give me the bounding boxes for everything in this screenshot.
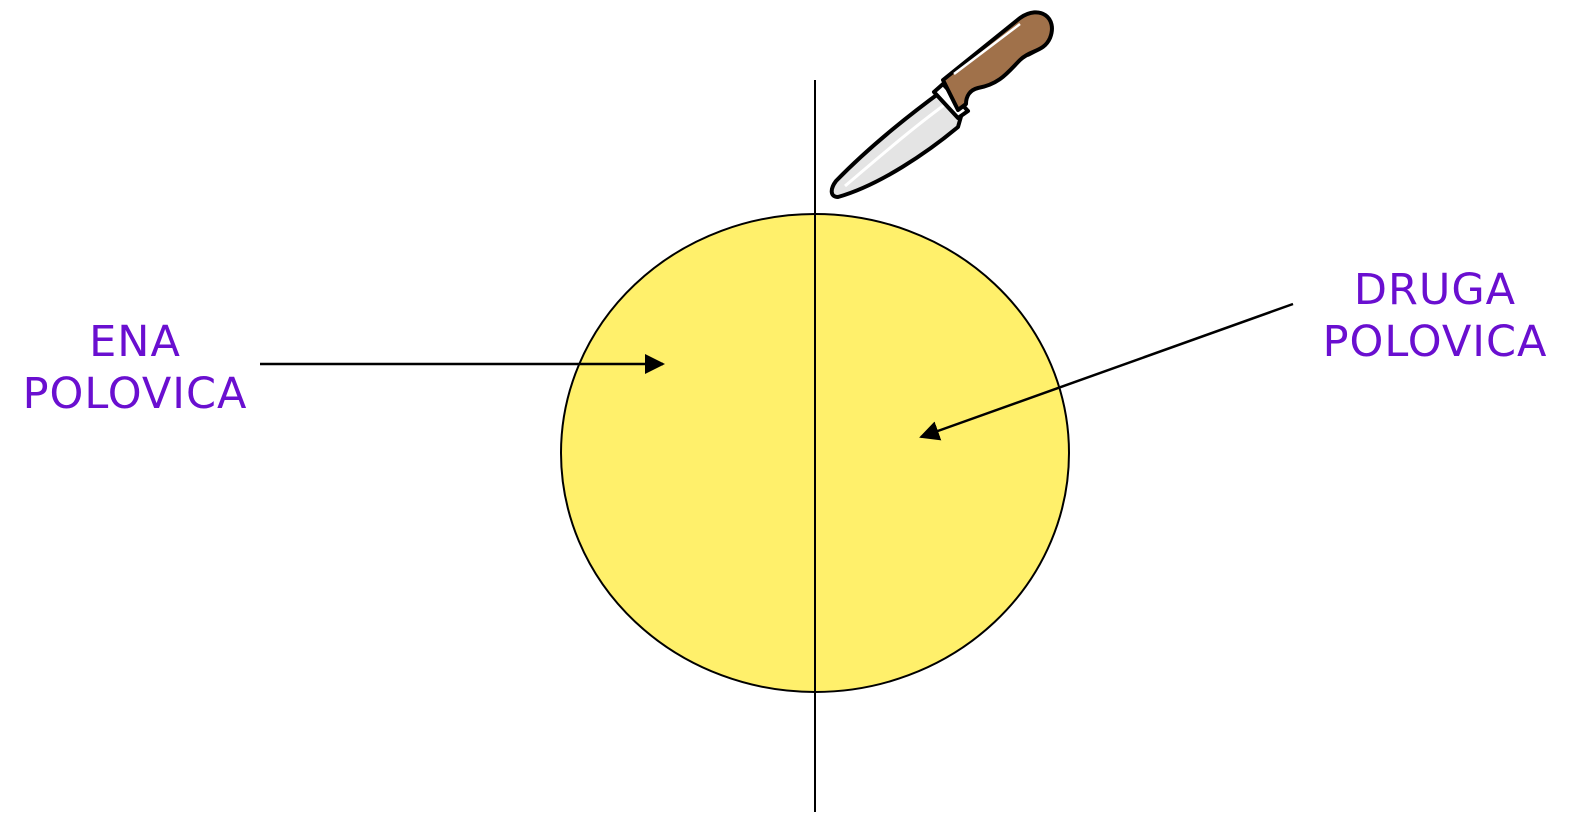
right-half-label-line1: DRUGA [1300, 264, 1570, 316]
left-half-label-line1: ENA [0, 316, 270, 368]
right-half-label-line2: POLOVICA [1300, 316, 1570, 368]
left-half-label-line2: POLOVICA [0, 368, 270, 420]
right-half-label: DRUGA POLOVICA [1300, 264, 1570, 368]
left-half-label: ENA POLOVICA [0, 316, 270, 420]
knife-icon [832, 12, 1052, 197]
